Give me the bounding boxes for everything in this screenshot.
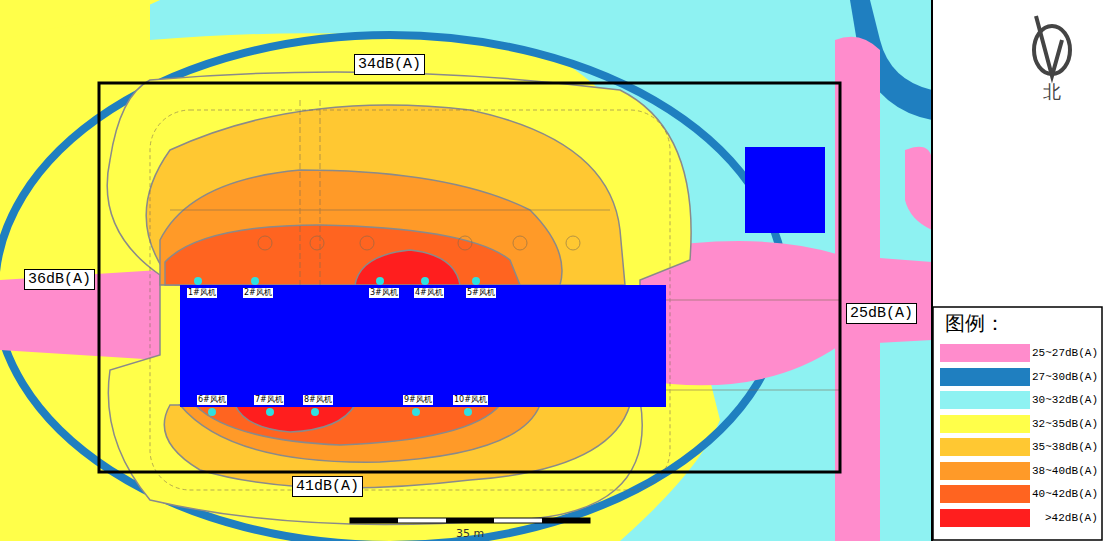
- db-value-box: 34dB(A): [354, 54, 425, 75]
- fan-label: 10#风机: [453, 395, 488, 405]
- fan-label: 4#风机: [414, 288, 444, 298]
- db-value-text: 36dB(A): [28, 271, 91, 288]
- db-value-box: 36dB(A): [24, 269, 95, 290]
- fan-label: 5#风机: [466, 288, 496, 298]
- legend-swatch: [940, 415, 1030, 433]
- legend-swatch: [940, 391, 1030, 409]
- legend-text: 30~32dB(A): [1032, 394, 1098, 406]
- fan-label: 6#风机: [197, 395, 227, 405]
- db-value-box: 25dB(A): [846, 303, 917, 324]
- db-value-text: 25dB(A): [850, 305, 913, 322]
- legend-swatch: [940, 485, 1030, 503]
- legend-swatch: [940, 509, 1030, 527]
- legend-swatch: [940, 368, 1030, 386]
- db-value-text: 34dB(A): [358, 56, 421, 73]
- db-value-box: 41dB(A): [292, 476, 363, 497]
- legend-text: 32~35dB(A): [1032, 418, 1098, 430]
- legend-text: 27~30dB(A): [1032, 371, 1098, 383]
- fan-label: 9#风机: [403, 395, 433, 405]
- fan-label: 7#风机: [254, 395, 284, 405]
- fan-label: 8#风机: [303, 395, 333, 405]
- legend-swatch: [940, 462, 1030, 480]
- legend-text: 40~42dB(A): [1032, 488, 1098, 500]
- scale-label: 35 m: [456, 527, 484, 540]
- legend-text: 35~38dB(A): [1032, 441, 1098, 453]
- fan-label: 2#风机: [243, 288, 273, 298]
- fan-label: 3#风机: [369, 288, 399, 298]
- legend-text: >42dB(A): [1045, 512, 1098, 524]
- legend-title: 图例：: [945, 310, 1005, 337]
- legend-text: 38~40dB(A): [1032, 465, 1098, 477]
- north-label: 北: [1043, 80, 1061, 104]
- legend-swatch: [940, 344, 1030, 362]
- fan-label: 1#风机: [187, 288, 217, 298]
- db-value-text: 41dB(A): [296, 478, 359, 495]
- legend-swatch: [940, 438, 1030, 456]
- legend-text: 25~27dB(A): [1032, 347, 1098, 359]
